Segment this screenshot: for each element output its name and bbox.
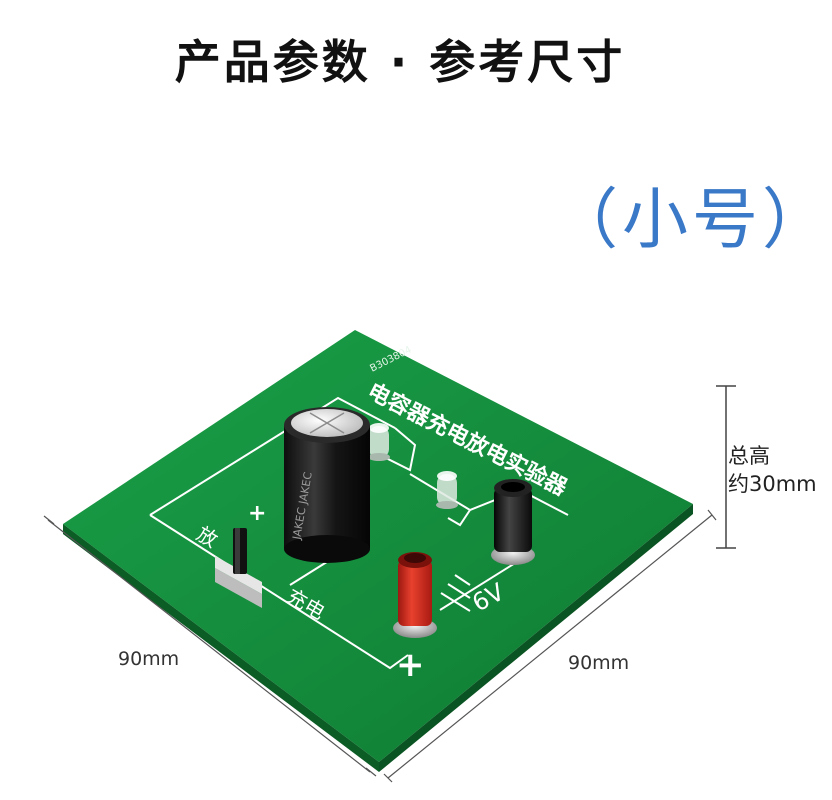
plus-mark-capacitor: + bbox=[248, 501, 266, 526]
height-label-line1: 总高 bbox=[728, 444, 770, 468]
variant-label: （小号） bbox=[552, 181, 832, 258]
terminal-black[interactable] bbox=[491, 479, 535, 565]
dimension-line-height bbox=[716, 385, 736, 549]
pcb-board-edge-right bbox=[379, 504, 693, 772]
pcb-board bbox=[63, 330, 693, 762]
capacitor: JAKEC JAKEC bbox=[284, 407, 370, 563]
terminal-red[interactable] bbox=[393, 552, 437, 638]
product-photo: B303804 电容器充电放电实验器 + + 放 充电 6V bbox=[43, 330, 736, 783]
dimension-line-right bbox=[383, 509, 717, 783]
width-right-label: 90mm bbox=[568, 652, 630, 674]
page-title: 产品参数 · 参考尺寸 bbox=[174, 35, 626, 89]
pcb-board-edge bbox=[63, 524, 379, 772]
plus-mark-terminal: + bbox=[396, 645, 425, 685]
led-indicator-2 bbox=[436, 471, 458, 509]
dimension-line-left bbox=[43, 515, 377, 777]
slide-switch[interactable] bbox=[215, 528, 262, 608]
led-indicator-1 bbox=[368, 423, 390, 461]
height-label-line2: 约30mm bbox=[728, 472, 817, 496]
width-left-label: 90mm bbox=[118, 648, 180, 670]
